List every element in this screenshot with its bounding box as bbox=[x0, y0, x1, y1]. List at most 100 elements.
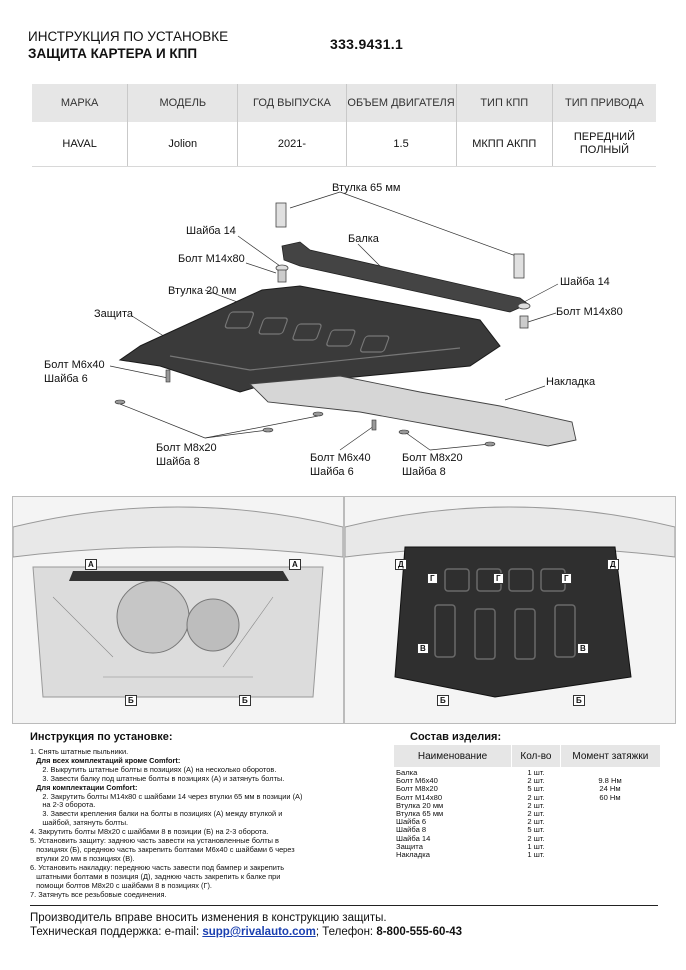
washer-14-right bbox=[517, 302, 531, 310]
instruction-line: позициях (Б), среднюю часть закрепить бо… bbox=[30, 844, 295, 854]
label-washer-6-left: Шайба 6 bbox=[44, 373, 88, 385]
protection-plate bbox=[118, 285, 501, 393]
kit-item-name: Балка bbox=[396, 768, 418, 777]
title-line-1: ИНСТРУКЦИЯ ПО УСТАНОВКЕ bbox=[28, 29, 229, 44]
bolt-m14-right bbox=[519, 315, 529, 329]
label-bolt-m6-left: Болт M6x40 bbox=[44, 359, 105, 371]
instruction-line: 4. Закрутить болты М8х20 с шайбами 8 в п… bbox=[30, 827, 269, 837]
support-label: Техническая поддержка: e-mail: bbox=[30, 926, 200, 938]
label-washer-14-left: Шайба 14 bbox=[186, 225, 236, 237]
photo-beam-installed: А А Б Б bbox=[12, 496, 344, 724]
kit-item-qty: 2 шт. bbox=[527, 792, 545, 802]
kit-contents-table: Наименование Кол-во Момент затяжки Балка… bbox=[394, 745, 660, 859]
instruction-line: помощи болтов М8х20 с шайбами 8 в позици… bbox=[30, 880, 212, 890]
spec-cell-brand: HAVAL bbox=[62, 137, 97, 150]
bolt-m14-left bbox=[277, 269, 287, 283]
kit-item-torque: 24 Нм bbox=[599, 784, 621, 794]
kit-item-qty: 1 шт. bbox=[527, 849, 545, 859]
spec-cell-model: Jolion bbox=[127, 122, 237, 166]
label-bolt-m8-bottom: Болт M8x20 bbox=[402, 452, 463, 464]
kit-item-torque bbox=[560, 851, 660, 859]
instruction-line: 5. Установить защиту: заднюю часть завес… bbox=[30, 836, 279, 846]
marker-b-left-2: Б bbox=[437, 695, 449, 706]
document-title: ИНСТРУКЦИЯ ПО УСТАНОВКЕ ЗАЩИТА КАРТЕРА И… bbox=[28, 28, 228, 62]
kit-item-torque bbox=[560, 810, 660, 818]
kit-item-qty: 5 шт. bbox=[527, 784, 545, 794]
cover-plate bbox=[249, 375, 577, 447]
instruction-line: Для всех комплектаций кроме Comfort: bbox=[30, 755, 181, 765]
spec-cell-engine: 1.5 bbox=[345, 122, 456, 166]
kit-item-qty: 2 шт. bbox=[527, 817, 545, 827]
label-washer-14-right: Шайба 14 bbox=[560, 276, 610, 288]
leader-lines bbox=[109, 191, 559, 451]
kit-item-name: Втулка 65 мм bbox=[396, 808, 444, 818]
kit-row: Шайба 8 5 шт. bbox=[394, 826, 660, 834]
label-washer-8-left: Шайба 8 bbox=[156, 456, 200, 468]
marker-a-right: А bbox=[289, 559, 301, 570]
label-bushing-20: Втулка 20 мм bbox=[168, 285, 237, 297]
instruction-line: 1. Снять штатные пыльники. bbox=[30, 747, 129, 756]
spec-cell-gearbox: МКПП АКПП bbox=[455, 122, 552, 166]
support-phone: 8-800-555-60-43 bbox=[376, 926, 462, 938]
spec-header-row: МАРКА МОДЕЛЬ ГОД ВЫПУСКА ОБЪЕМ ДВИГАТЕЛЯ… bbox=[32, 84, 656, 122]
instructions-title: Инструкция по установке: bbox=[30, 731, 173, 743]
marker-g-1: Г bbox=[427, 573, 438, 584]
spec-header-cell: МОДЕЛЬ bbox=[127, 84, 237, 122]
instruction-line: 6. Установить накладку: переднюю часть з… bbox=[30, 862, 285, 872]
marker-g-3: Г bbox=[561, 573, 572, 584]
kit-item-name: Болт M6x40 bbox=[396, 776, 438, 786]
kit-item-torque bbox=[560, 802, 660, 810]
vehicle-spec-table: МАРКА МОДЕЛЬ ГОД ВЫПУСКА ОБЪЕМ ДВИГАТЕЛЯ… bbox=[32, 84, 656, 167]
label-washer-8-bottom: Шайба 8 bbox=[402, 466, 446, 478]
spec-cell-drive: ПЕРЕДНИЙ ПОЛНЫЙ bbox=[551, 122, 656, 166]
bushing-65-right bbox=[513, 253, 525, 279]
marker-b-right-2: Б bbox=[573, 695, 585, 706]
title-line-2: ЗАЩИТА КАРТЕРА И КПП bbox=[28, 46, 198, 61]
kit-item-qty: 2 шт. bbox=[527, 833, 545, 843]
marker-a-left: А bbox=[85, 559, 97, 570]
label-bolt-m14-right: Болт M14x80 bbox=[556, 306, 623, 318]
kit-item-name: Болт M8x20 bbox=[396, 784, 438, 794]
kit-item-name: Шайба 8 bbox=[396, 825, 427, 835]
label-bolt-m6-bottom: Болт M6x40 bbox=[310, 452, 371, 464]
kit-row: Втулка 65 мм 2 шт. bbox=[394, 808, 660, 818]
exploded-diagram bbox=[109, 191, 577, 451]
label-cover: Накладка bbox=[546, 376, 596, 388]
kit-item-torque: 60 Нм bbox=[599, 792, 621, 802]
kit-item-qty: 1 шт. bbox=[527, 841, 545, 851]
kit-item-qty: 5 шт. bbox=[527, 825, 545, 835]
spec-value-row: HAVAL Jolion 2021- 1.5 МКПП АКПП ПЕРЕДНИ… bbox=[32, 122, 656, 167]
kit-item-qty: 2 шт. bbox=[527, 808, 545, 818]
label-beam: Балка bbox=[348, 233, 379, 245]
marker-v-right: В bbox=[577, 643, 589, 654]
spec-header-cell: ТИП КПП bbox=[455, 84, 552, 122]
photo-plate-installed: Д Д Г Г Г В В Б Б bbox=[344, 496, 676, 724]
instruction-line: на 2-3 оборота. bbox=[30, 800, 96, 810]
kit-item-torque bbox=[560, 843, 660, 851]
article-code: 333.9431.1 bbox=[330, 36, 404, 52]
kit-item-qty: 2 шт. bbox=[527, 800, 545, 810]
instruction-line: 3. Завести балку под штатные болты в поз… bbox=[30, 773, 285, 783]
kit-row: Шайба 6 2 шт. bbox=[394, 817, 660, 827]
instruction-line: 7. Затянуть все резьбовые соединения. bbox=[30, 889, 167, 899]
kit-item-torque bbox=[560, 818, 660, 826]
bushing-65-left bbox=[275, 202, 287, 228]
label-bolt-m8-left: Болт M8x20 bbox=[156, 442, 217, 454]
instruction-line: 2. Выкрутить штатные болты в позициях (А… bbox=[30, 764, 277, 774]
underbody-illustration-right bbox=[345, 506, 675, 698]
marker-v-left: В bbox=[417, 643, 429, 654]
label-protection: Защита bbox=[94, 308, 133, 320]
support-email-link[interactable]: supp@rivalauto.com bbox=[202, 926, 316, 938]
fasteners bbox=[114, 369, 496, 447]
spec-cell-year: 2021- bbox=[237, 122, 345, 166]
footer-disclaimer: Производитель вправе вносить изменения в… bbox=[30, 912, 387, 924]
spec-header-cell: ТИП ПРИВОДА bbox=[551, 84, 656, 122]
instruction-line: шайбой, затянуть болты. bbox=[30, 818, 129, 828]
kit-item-name: Шайба 6 bbox=[396, 817, 427, 827]
label-bolt-m14-left: Болт M14x80 bbox=[178, 253, 245, 265]
